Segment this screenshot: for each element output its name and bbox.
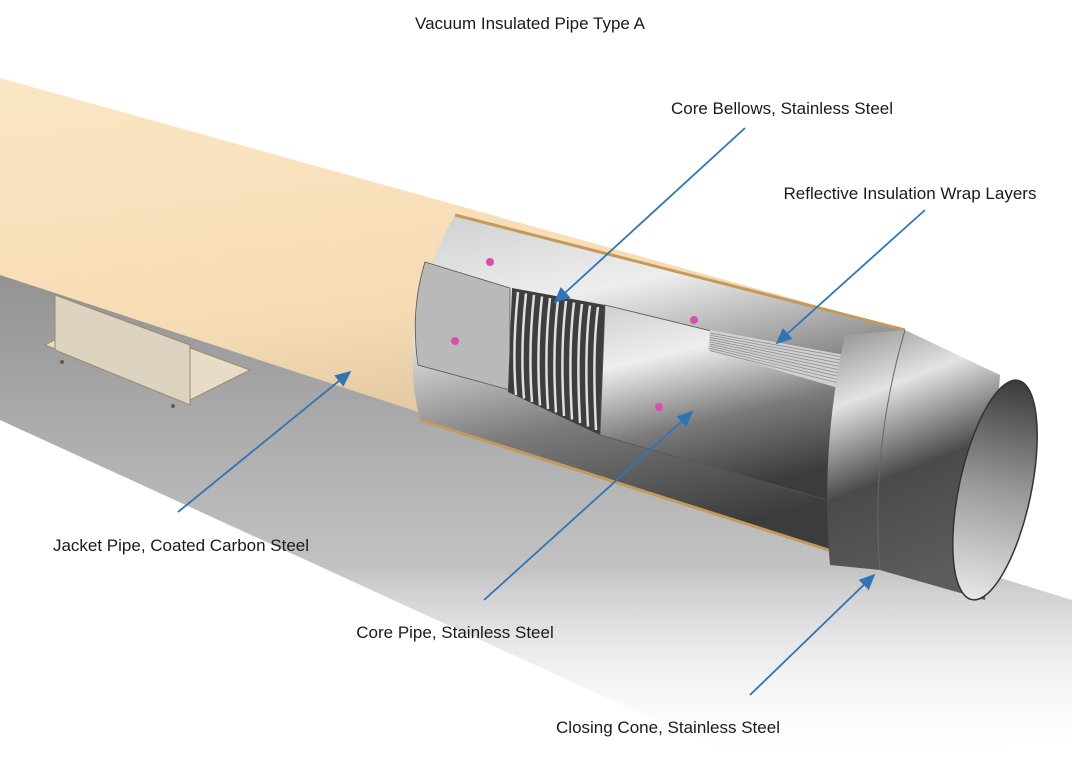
jacket-cut-edge (454, 213, 906, 332)
wrap-layer-line (709, 332, 855, 360)
callout-label: Core Pipe, Stainless Steel (356, 623, 554, 642)
bellows-convolution (529, 294, 536, 403)
leader-arrow (553, 127, 746, 304)
bellows-convolution (561, 300, 568, 417)
reflective-insulation-wrap (708, 330, 855, 392)
leader-arrow (483, 410, 694, 601)
callout-reflective-insulation: Reflective Insulation Wrap Layers (775, 184, 1037, 345)
wrap-layer-line (709, 345, 855, 381)
wrap-layer-line (709, 350, 855, 388)
bellows-convolution (513, 291, 520, 396)
core-pipe-left (414, 261, 511, 391)
callout-core-bellows: Core Bellows, Stainless Steel (553, 99, 893, 304)
bellows-convolution (553, 299, 560, 413)
wrap-layer-line (709, 334, 855, 363)
wrap-layer-line (709, 337, 855, 367)
callout-label: Reflective Insulation Wrap Layers (784, 184, 1037, 203)
leader-arrow (177, 370, 352, 513)
leader-arrow (775, 209, 926, 345)
bellows-convolution (521, 293, 528, 399)
wrap-layer-line (709, 343, 855, 377)
callout-closing-cone: Closing Cone, Stainless Steel (556, 573, 876, 737)
bellows-convolution (577, 303, 584, 424)
callout-jacket-pipe: Jacket Pipe, Coated Carbon Steel (53, 370, 352, 555)
callout-label: Core Bellows, Stainless Steel (671, 99, 893, 118)
bellows-convolution (585, 305, 592, 427)
callout-core-pipe: Core Pipe, Stainless Steel (356, 410, 694, 642)
bellows-convolution (593, 306, 600, 431)
diagram-title: Vacuum Insulated Pipe Type A (415, 14, 646, 33)
wrap-layer-line (709, 348, 855, 384)
bellows-convolution (569, 302, 576, 420)
spacer-pins (451, 258, 698, 411)
callout-label: Closing Cone, Stainless Steel (556, 718, 780, 737)
bellows-convolution (545, 297, 552, 410)
pipe-opening (952, 379, 1038, 601)
wrap-layer-line (709, 339, 855, 370)
wrap-layer-line (709, 341, 855, 374)
leader-arrow (749, 573, 876, 696)
callout-label: Jacket Pipe, Coated Carbon Steel (53, 536, 309, 555)
bellows-convolution (537, 296, 544, 406)
core-bellows (508, 288, 605, 435)
support-bracket (43, 294, 252, 408)
